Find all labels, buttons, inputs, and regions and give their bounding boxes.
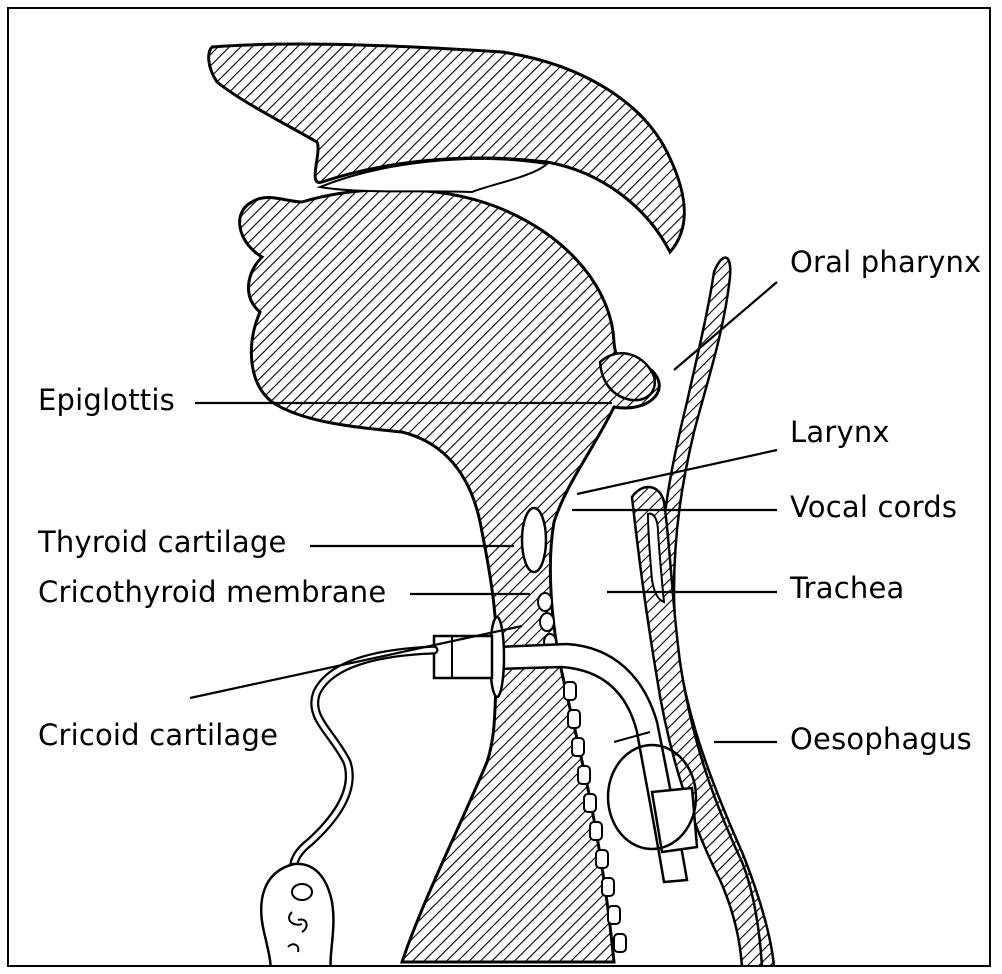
label-oral-pharynx: Oral pharynx	[790, 248, 981, 277]
label-vocal-cords: Vocal cords	[790, 493, 957, 522]
pilot-balloon-line-inner	[294, 650, 434, 872]
cricoid-ring-1	[538, 593, 552, 611]
label-trachea: Trachea	[790, 574, 904, 603]
airway-anatomy-illustration	[9, 9, 991, 967]
label-epiglottis: Epiglottis	[38, 386, 175, 415]
thyroid-cartilage-shape	[522, 508, 546, 572]
label-cricoid-cartilage: Cricoid cartilage	[38, 721, 278, 750]
cricoid-ring-2	[540, 613, 554, 631]
label-oesophagus: Oesophagus	[790, 725, 972, 754]
label-larynx: Larynx	[790, 418, 890, 447]
diagram-frame	[7, 7, 991, 967]
label-thyroid-cartilage: Thyroid cartilage	[38, 528, 287, 557]
label-cricothyroid-membrane: Cricothyroid membrane	[38, 578, 386, 607]
pilot-balloon-valve	[292, 884, 312, 900]
